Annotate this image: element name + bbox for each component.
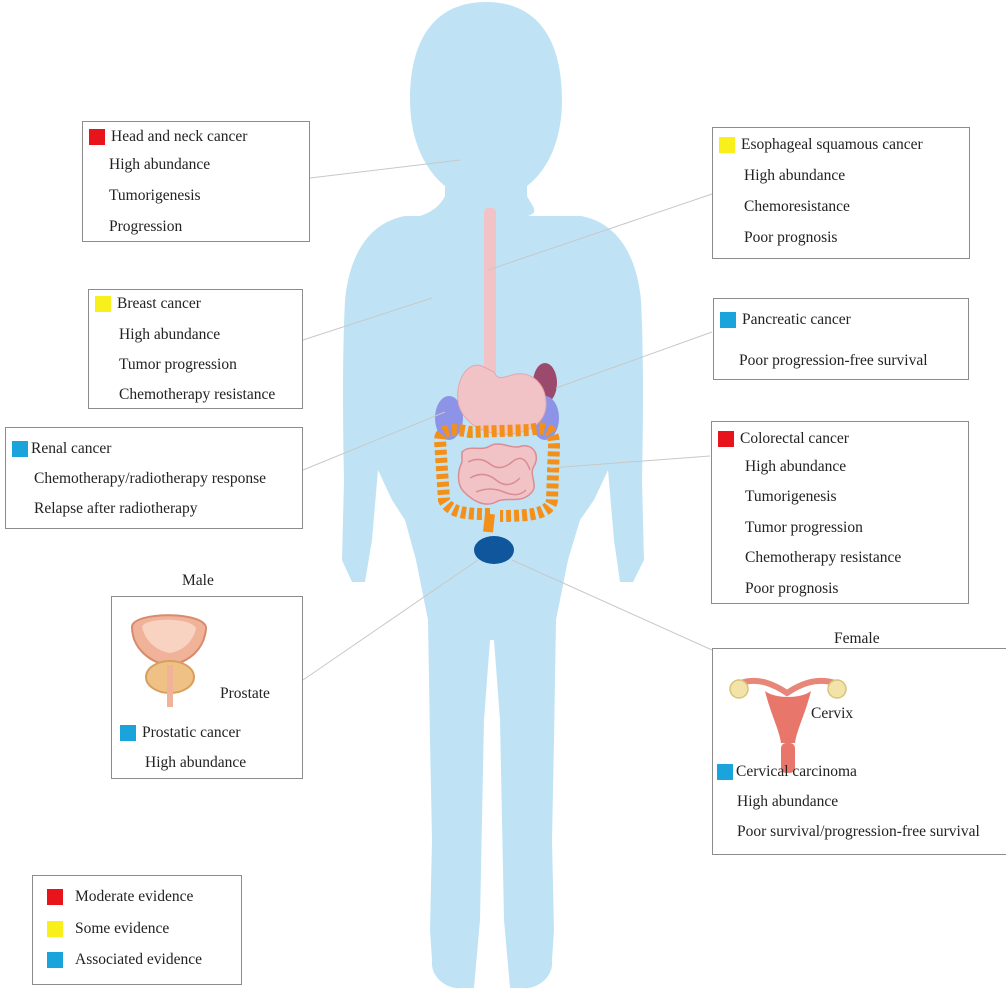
esophageal-line-1: High abundance: [744, 167, 845, 185]
pancreatic-title-row: Pancreatic cancer: [720, 311, 851, 329]
moderate-evidence-marker: [47, 889, 63, 905]
associated-evidence-marker: [47, 952, 63, 968]
colorectal-line-2: Tumorigenesis: [745, 488, 837, 506]
breast-title: Breast cancer: [117, 295, 201, 313]
prostate-illustration: [120, 607, 220, 707]
pancreatic-line-1: Poor progression-free survival: [739, 352, 928, 370]
head-shape: [410, 2, 562, 216]
some-evidence-marker: [95, 296, 111, 312]
breast-line-2: Tumor progression: [119, 356, 237, 374]
colorectal-line-3: Tumor progression: [745, 519, 863, 537]
moderate-evidence-marker: [718, 431, 734, 447]
some-evidence-marker: [47, 921, 63, 937]
colorectal-box: Colorectal cancer High abundance Tumorig…: [711, 421, 969, 604]
cervical-line-1: High abundance: [737, 793, 838, 811]
legend-item-associated: Associated evidence: [47, 951, 202, 969]
head-neck-box: Head and neck cancer High abundance Tumo…: [82, 121, 310, 242]
colorectal-title-row: Colorectal cancer: [718, 430, 849, 448]
rectum: [488, 514, 490, 532]
colorectal-line-5: Poor prognosis: [745, 580, 838, 598]
associated-evidence-marker: [720, 312, 736, 328]
renal-line-2: Relapse after radiotherapy: [34, 500, 198, 518]
esophagus: [484, 208, 496, 376]
legend-label: Associated evidence: [75, 951, 202, 969]
breast-title-row: Breast cancer: [95, 295, 201, 313]
esophageal-title: Esophageal squamous cancer: [741, 136, 923, 154]
head-neck-line-3: Progression: [109, 218, 182, 236]
cervical-line-2: Poor survival/progression-free survival: [737, 823, 980, 841]
esophageal-box: Esophageal squamous cancer High abundanc…: [712, 127, 970, 259]
colorectal-title: Colorectal cancer: [740, 430, 849, 448]
cervical-title: Cervical carcinoma: [736, 763, 857, 781]
moderate-evidence-marker: [89, 129, 105, 145]
associated-evidence-marker: [12, 441, 28, 457]
associated-evidence-marker: [717, 764, 733, 780]
renal-line-1: Chemotherapy/radiotherapy response: [34, 470, 266, 488]
male-caption: Male: [182, 572, 214, 590]
esophageal-title-row: Esophageal squamous cancer: [719, 136, 923, 154]
bladder: [474, 536, 514, 564]
prostatic-title: Prostatic cancer: [142, 724, 241, 742]
esophageal-line-3: Poor prognosis: [744, 229, 837, 247]
colorectal-line-1: High abundance: [745, 458, 846, 476]
legend-label: Moderate evidence: [75, 888, 193, 906]
legend-label: Some evidence: [75, 920, 169, 938]
cervical-box: Cervix Cervical carcinoma High abundance…: [712, 648, 1006, 855]
prostatic-box: Prostate Prostatic cancer High abundance: [111, 596, 303, 779]
pancreatic-title: Pancreatic cancer: [742, 311, 851, 329]
associated-evidence-marker: [120, 725, 136, 741]
esophageal-line-2: Chemoresistance: [744, 198, 850, 216]
cervix-label: Cervix: [811, 705, 853, 723]
head-neck-line-1: High abundance: [109, 156, 210, 174]
colorectal-line-4: Chemotherapy resistance: [745, 549, 901, 567]
small-intestine: [459, 444, 537, 504]
breast-box: Breast cancer High abundance Tumor progr…: [88, 289, 303, 409]
legend-item-some: Some evidence: [47, 920, 169, 938]
legend-item-moderate: Moderate evidence: [47, 888, 193, 906]
breast-line-1: High abundance: [119, 326, 220, 344]
head-neck-title-row: Head and neck cancer: [89, 128, 247, 146]
head-neck-title: Head and neck cancer: [111, 128, 247, 146]
pancreatic-box: Pancreatic cancer Poor progression-free …: [713, 298, 969, 380]
prostatic-title-row: Prostatic cancer: [120, 724, 241, 742]
cervical-title-row: Cervical carcinoma: [717, 763, 857, 781]
prostate-label: Prostate: [220, 685, 270, 703]
renal-title-row: Renal cancer: [12, 440, 111, 458]
some-evidence-marker: [719, 137, 735, 153]
breast-line-3: Chemotherapy resistance: [119, 386, 275, 404]
legend: Moderate evidence Some evidence Associat…: [32, 875, 242, 985]
renal-box: Renal cancer Chemotherapy/radiotherapy r…: [5, 427, 303, 529]
female-caption: Female: [834, 630, 880, 648]
renal-title: Renal cancer: [31, 440, 111, 458]
head-neck-line-2: Tumorigenesis: [109, 187, 201, 205]
prostatic-line-1: High abundance: [145, 754, 246, 772]
